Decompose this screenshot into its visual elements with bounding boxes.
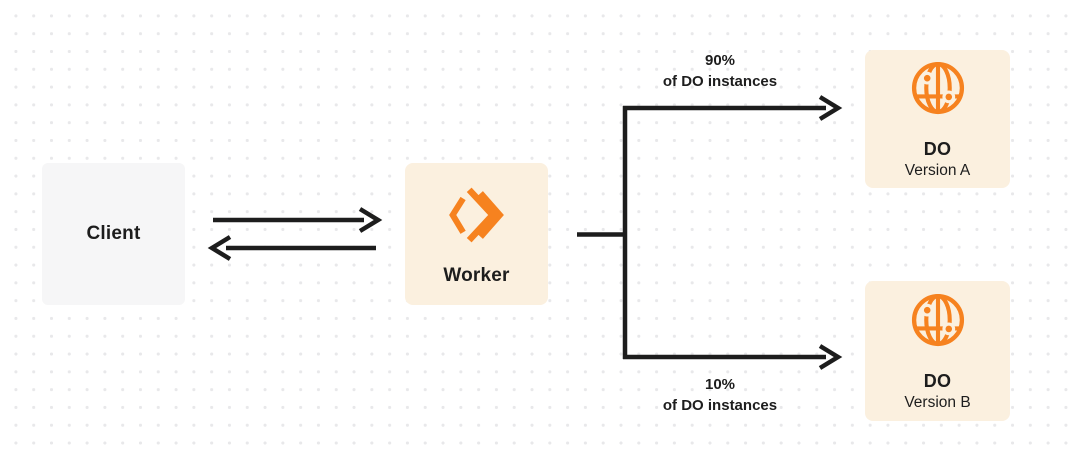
do-version-b-node: DO Version B bbox=[865, 281, 1010, 421]
arrow-worker-to-client bbox=[207, 235, 376, 261]
arrow-client-to-worker bbox=[213, 207, 383, 233]
do-version-a-node: DO Version A bbox=[865, 50, 1010, 188]
globe-icon bbox=[908, 58, 968, 123]
client-node: Client bbox=[42, 163, 185, 305]
worker-node: Worker bbox=[405, 163, 548, 305]
branch-a-percent: 90% bbox=[704, 52, 736, 69]
branch-split-line bbox=[577, 106, 628, 359]
do-a-title: DO bbox=[923, 139, 952, 159]
branch-b-label: 10% of DO instances bbox=[663, 374, 777, 416]
workers-icon bbox=[444, 182, 510, 253]
branch-b-caption: of DO instances bbox=[662, 397, 778, 414]
arrow-to-version-b bbox=[623, 344, 843, 370]
worker-label: Worker bbox=[443, 264, 510, 286]
branch-a-caption: of DO instances bbox=[662, 73, 778, 90]
branch-b-percent: 10% bbox=[704, 376, 736, 393]
do-b-title: DO bbox=[923, 371, 952, 391]
do-a-subtitle: Version A bbox=[904, 162, 971, 179]
arrow-to-version-a bbox=[623, 95, 843, 121]
client-label: Client bbox=[86, 223, 141, 244]
branch-a-label: 90% of DO instances bbox=[663, 50, 777, 92]
do-b-subtitle: Version B bbox=[904, 394, 971, 411]
globe-icon bbox=[908, 290, 968, 355]
